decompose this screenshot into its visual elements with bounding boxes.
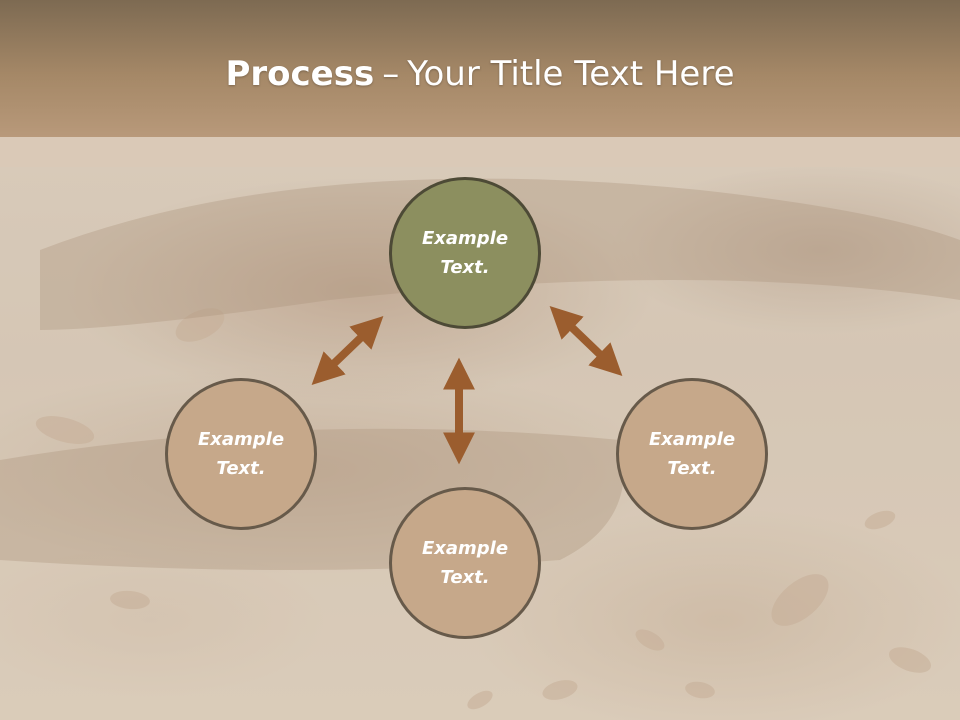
title-separator: – (382, 54, 400, 94)
node-text-line2: Text. (440, 257, 490, 278)
node-text-line2: Text. (216, 458, 266, 479)
slide-title: Process–Your Title Text Here (0, 50, 960, 98)
node-text-line1: Example (197, 429, 285, 450)
process-node-bottom[interactable]: Example Text. (389, 487, 541, 639)
process-node-top[interactable]: Example Text. (389, 177, 541, 329)
title-bold: Process (225, 54, 375, 94)
node-text-line2: Text. (440, 567, 490, 588)
node-text-line2: Text. (667, 458, 717, 479)
node-text-line1: Example (421, 228, 509, 249)
node-text-line1: Example (421, 538, 509, 559)
node-text-line1: Example (648, 429, 736, 450)
process-node-left[interactable]: Example Text. (165, 378, 317, 530)
title-bar (0, 0, 960, 137)
arrow-top-left (311, 316, 384, 385)
arrow-top-right (549, 306, 623, 376)
process-node-right[interactable]: Example Text. (616, 378, 768, 530)
title-strip (0, 137, 960, 167)
title-rest: Your Title Text Here (407, 54, 735, 94)
